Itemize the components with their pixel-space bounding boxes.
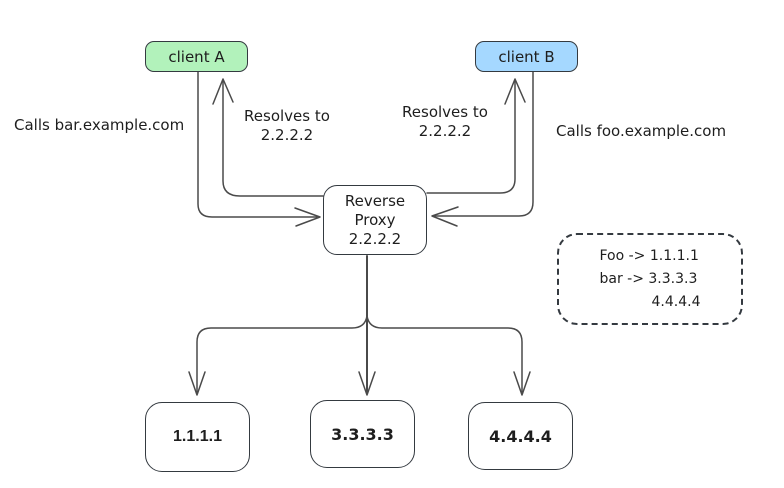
arrowhead-into-client-b-icon bbox=[504, 78, 526, 105]
label-resolves-right: Resolves to 2.2.2.2 bbox=[393, 103, 497, 141]
label-resolves-left-line1: Resolves to bbox=[244, 107, 330, 125]
node-reverse-proxy-line1: Reverse bbox=[344, 191, 406, 210]
dns-mapping-note-body: Foo -> 1.1.1.1 bar -> 3.3.3.3 4.4.4.4 bbox=[600, 245, 701, 314]
arrowhead-into-client-a-icon bbox=[212, 78, 234, 105]
dns-mapping-note: Foo -> 1.1.1.1 bar -> 3.3.3.3 4.4.4.4 bbox=[557, 233, 743, 325]
node-server-3: 4.4.4.4 bbox=[468, 402, 573, 470]
edge-proxy-to-server-3 bbox=[366, 315, 523, 393]
note-line-extra-ip: 4.4.4.4 bbox=[651, 293, 701, 310]
arrowhead-into-server-3-icon bbox=[513, 371, 531, 396]
node-server-2: 3.3.3.3 bbox=[310, 400, 415, 468]
node-server-3-label: 4.4.4.4 bbox=[489, 426, 552, 446]
node-client-a: client A bbox=[145, 41, 248, 72]
label-resolves-left: Resolves to 2.2.2.2 bbox=[235, 107, 339, 145]
node-reverse-proxy-line3: 2.2.2.2 bbox=[348, 229, 402, 248]
node-reverse-proxy-line2: Proxy bbox=[354, 210, 396, 229]
node-reverse-proxy: Reverse Proxy 2.2.2.2 bbox=[323, 185, 427, 255]
node-client-b: client B bbox=[475, 41, 578, 72]
node-server-1-label: 1.1.1.1 bbox=[173, 428, 222, 445]
node-client-b-label: client B bbox=[498, 47, 555, 66]
arrowhead-into-server-1-icon bbox=[188, 371, 206, 396]
node-client-a-label: client A bbox=[168, 47, 225, 66]
arrowhead-into-proxy-right-icon bbox=[431, 206, 459, 227]
arrowhead-into-proxy-left-icon bbox=[294, 207, 321, 227]
label-resolves-right-line2: 2.2.2.2 bbox=[418, 122, 472, 140]
edge-proxy-to-server-1 bbox=[196, 315, 368, 393]
edge-client-b-to-proxy bbox=[433, 71, 534, 217]
label-calls-bar-example: Calls bar.example.com bbox=[14, 116, 185, 134]
label-resolves-right-line1: Resolves to bbox=[402, 103, 488, 121]
label-resolves-left-line2: 2.2.2.2 bbox=[260, 126, 314, 144]
note-line-foo: Foo -> 1.1.1.1 bbox=[599, 247, 699, 264]
node-server-1: 1.1.1.1 bbox=[145, 402, 250, 472]
edge-proxy-to-client-b bbox=[426, 79, 516, 194]
arrowhead-into-server-2-icon bbox=[358, 371, 376, 396]
edge-proxy-to-client-a bbox=[222, 79, 324, 197]
edge-client-a-to-proxy bbox=[197, 71, 318, 218]
node-server-2-label: 3.3.3.3 bbox=[331, 424, 394, 444]
label-calls-foo-example: Calls foo.example.com bbox=[556, 122, 727, 140]
note-line-bar: bar -> 3.3.3.3 bbox=[599, 270, 698, 287]
